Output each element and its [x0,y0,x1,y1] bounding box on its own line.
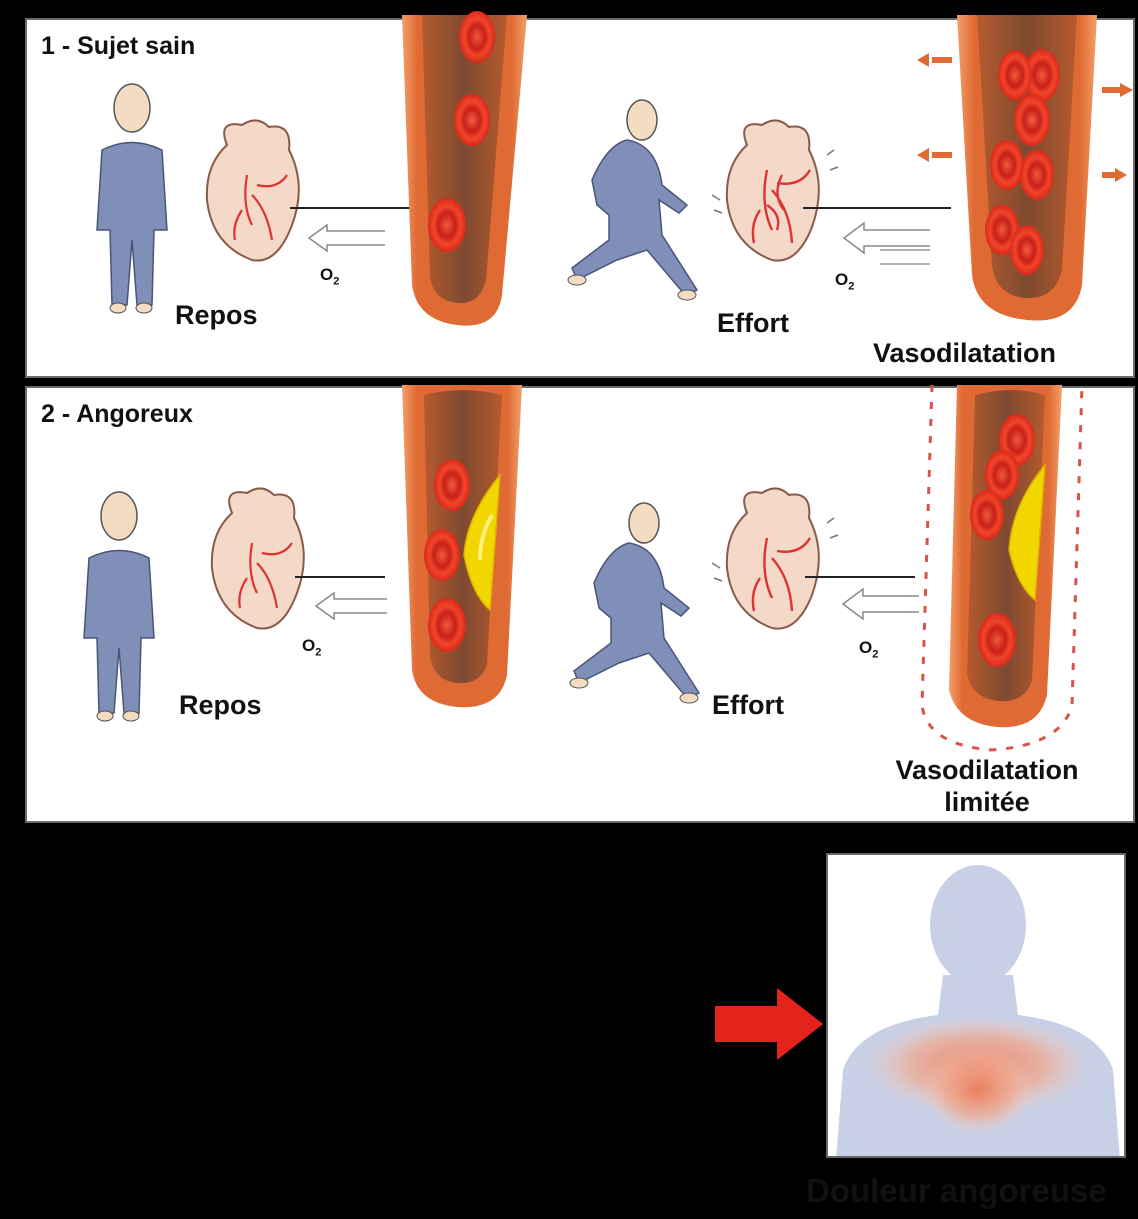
body-silhouette [828,855,1126,1158]
angina-patient-panel: 2 - Angoreux O2 Repos [25,386,1135,823]
effort-label: Effort [712,690,784,721]
rest-label: Repos [175,300,258,331]
beating-heart-illustration [712,483,842,653]
standing-person-illustration [92,80,192,320]
dilated-blood-vessel [907,15,1117,335]
vasodilation-label: Vasodilatation [873,338,1056,369]
angina-pain-figure [826,853,1126,1158]
label-line-1: Vasodilatation [867,754,1107,786]
healthy-subject-panel: 1 - Sujet sain O2 Repos [25,18,1135,378]
heart-illustration [202,483,322,643]
heart-illustration [197,115,317,275]
running-person-illustration [547,95,697,305]
effort-label: Effort [717,308,789,339]
o2-label: O2 [859,638,878,660]
limited-vasodilation-label: Vasodilatation limitée [867,754,1107,818]
oxygen-arrow [305,223,385,253]
running-person-illustration [549,498,699,708]
o2-label: O2 [320,265,339,287]
narrowed-blood-vessel [372,385,542,715]
beating-heart-illustration [712,115,842,285]
red-arrow-icon [715,988,825,1060]
standing-person-illustration [79,488,179,728]
angina-pain-label: Douleur angoreuse [806,1172,1107,1210]
rest-label: Repos [179,690,262,721]
limited-dilation-vessel [887,385,1097,765]
blood-vessel [382,15,552,335]
panel-title: 1 - Sujet sain [41,32,195,61]
o2-label: O2 [835,270,854,292]
panel-title: 2 - Angoreux [41,400,193,429]
o2-label: O2 [302,636,321,658]
label-line-2: limitée [867,786,1107,818]
